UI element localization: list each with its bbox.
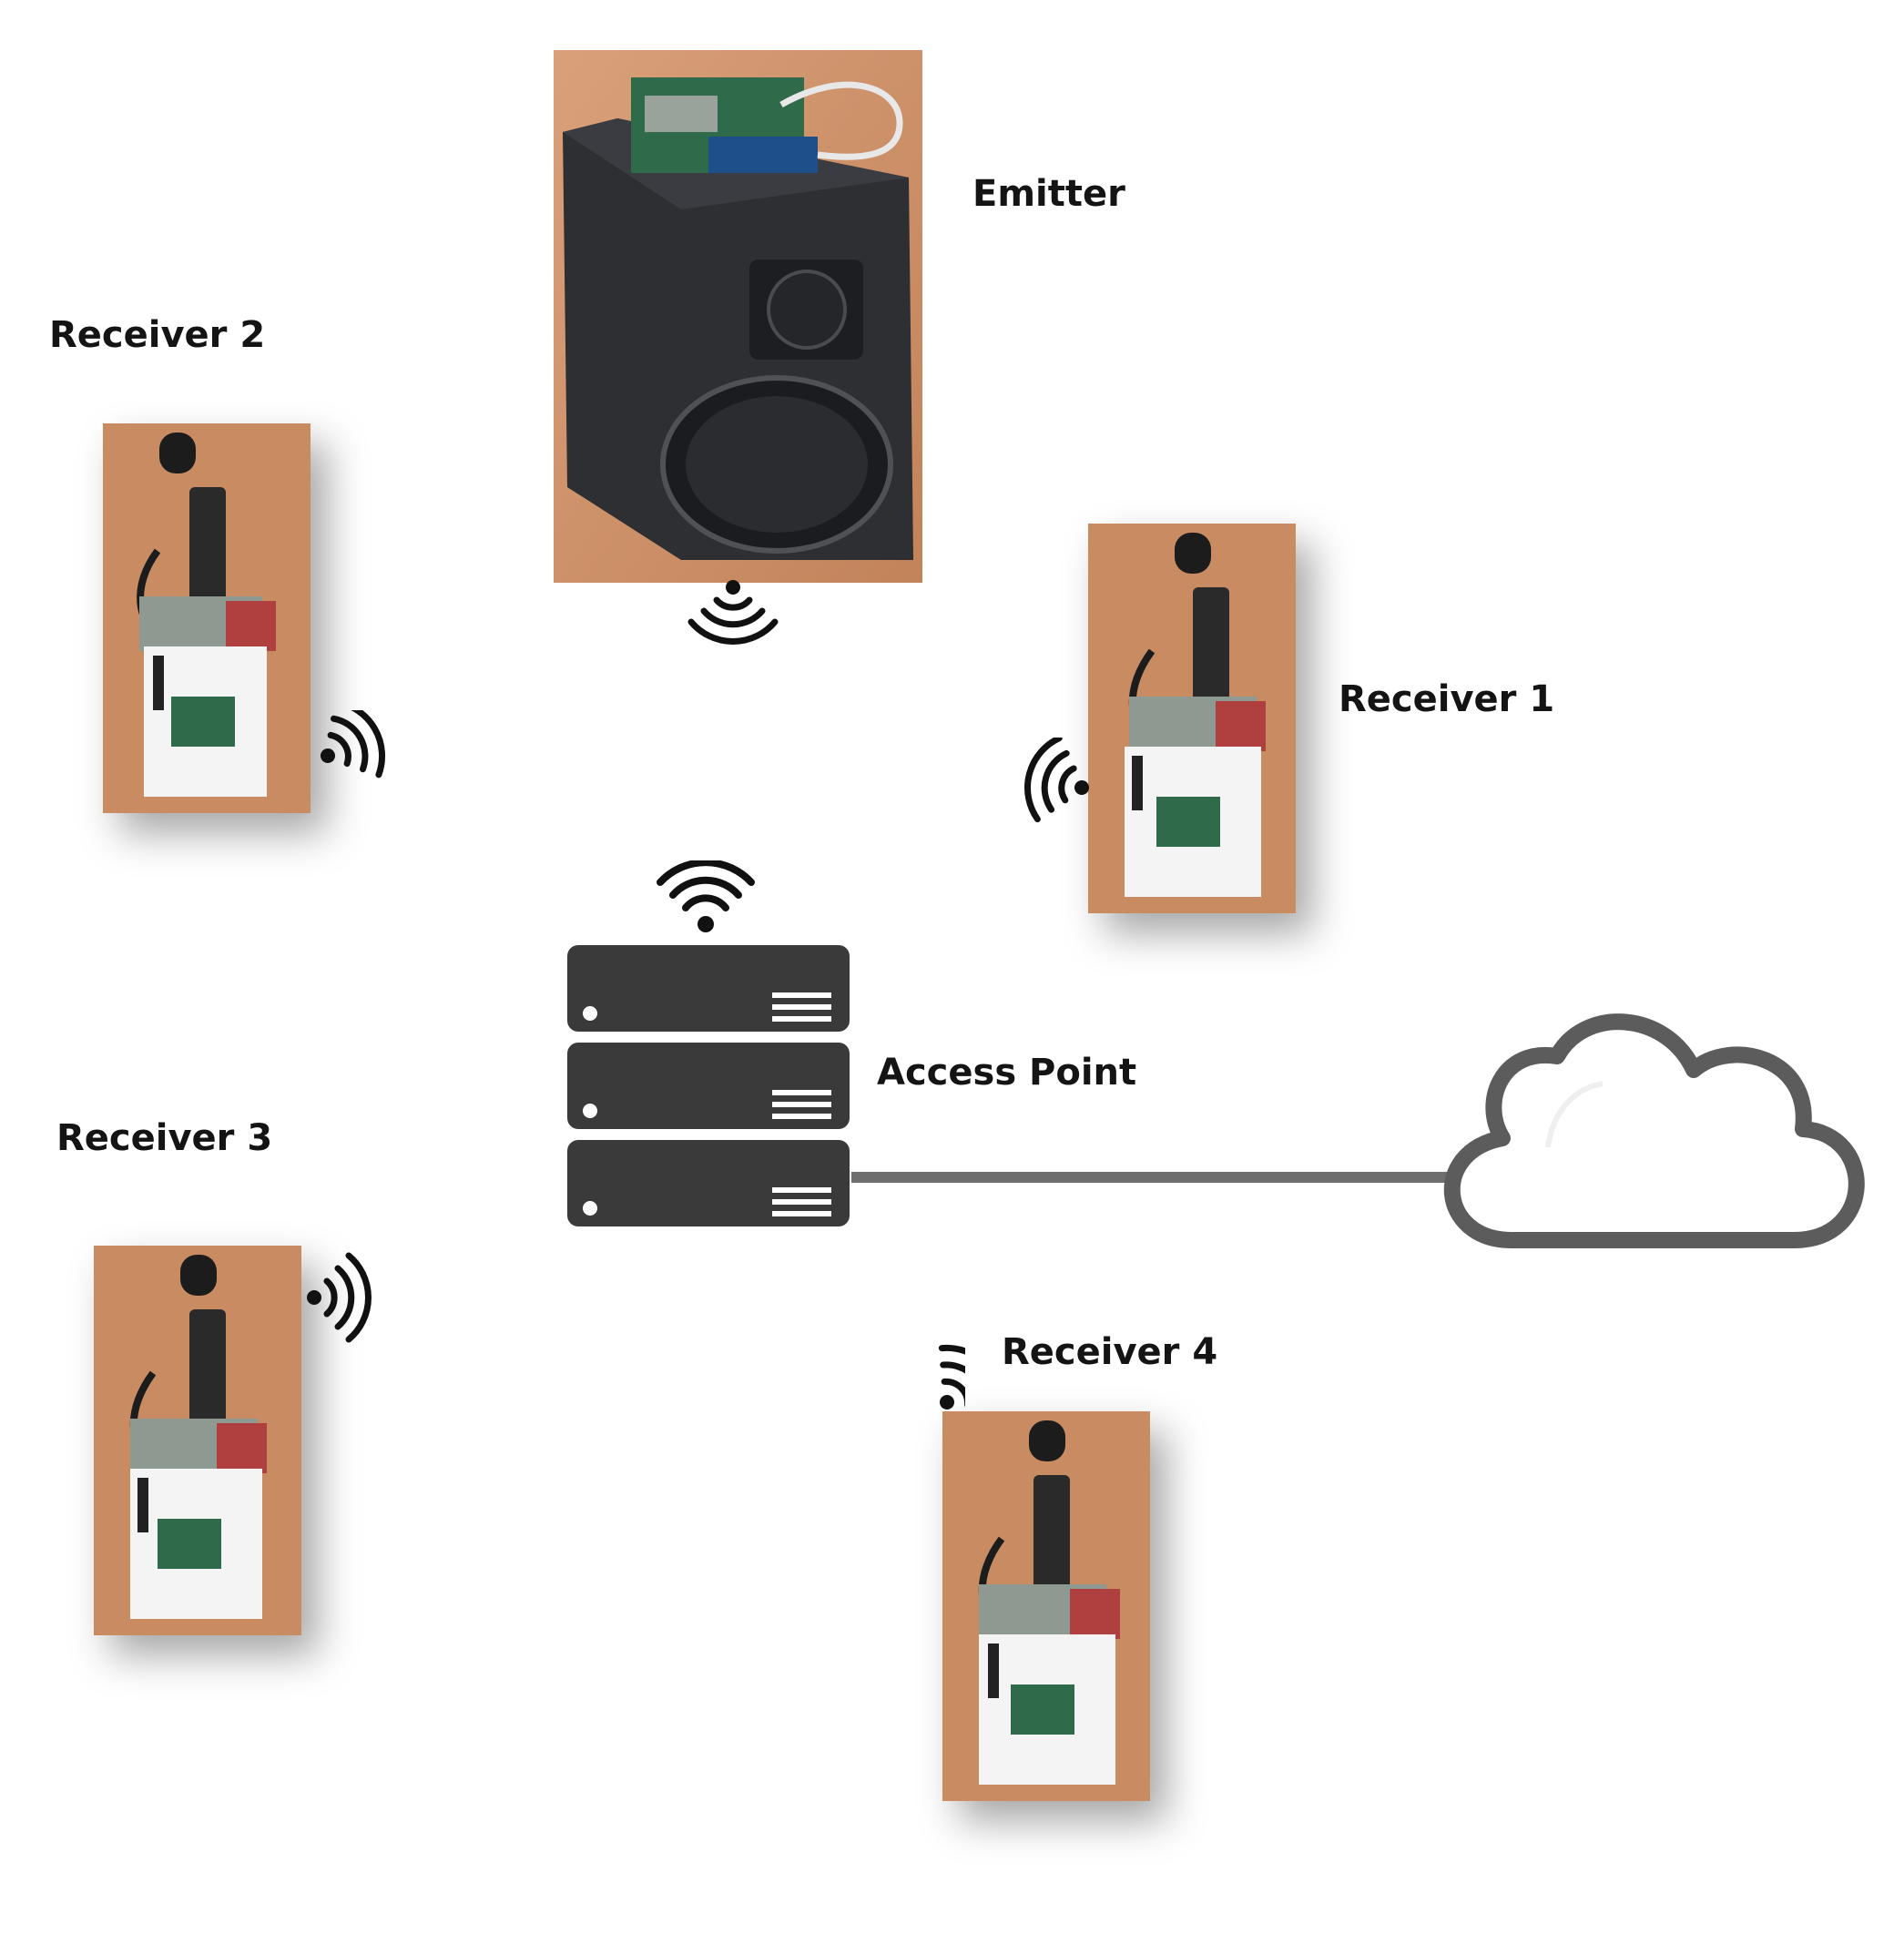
receiver-3-photo xyxy=(94,1246,301,1635)
receiver-3-label: Receiver 3 xyxy=(56,1117,273,1159)
emitter-speaker-photo xyxy=(554,50,922,583)
receiver-2-photo xyxy=(103,423,311,813)
receiver-4-photo xyxy=(942,1411,1150,1801)
receiver-1-photo xyxy=(1088,524,1296,913)
server-rack-icon xyxy=(567,945,850,1226)
wifi-signal-icon xyxy=(657,860,755,932)
cloud-icon xyxy=(1443,1013,1865,1248)
receiver-2-label: Receiver 2 xyxy=(49,314,266,356)
receiver-4-label: Receiver 4 xyxy=(1002,1331,1218,1373)
server-unit-3 xyxy=(567,1140,850,1226)
server-unit-2 xyxy=(567,1043,850,1129)
access-point-label: Access Point xyxy=(877,1052,1137,1094)
wifi-signal-icon xyxy=(938,1344,965,1411)
receiver-1-label: Receiver 1 xyxy=(1339,678,1555,720)
wifi-signal-icon xyxy=(307,1252,372,1343)
emitter-label: Emitter xyxy=(972,173,1125,215)
wifi-signal-icon xyxy=(1024,738,1089,823)
wifi-signal-icon xyxy=(687,580,779,645)
wifi-signal-icon xyxy=(321,710,385,779)
server-unit-1 xyxy=(567,945,850,1032)
